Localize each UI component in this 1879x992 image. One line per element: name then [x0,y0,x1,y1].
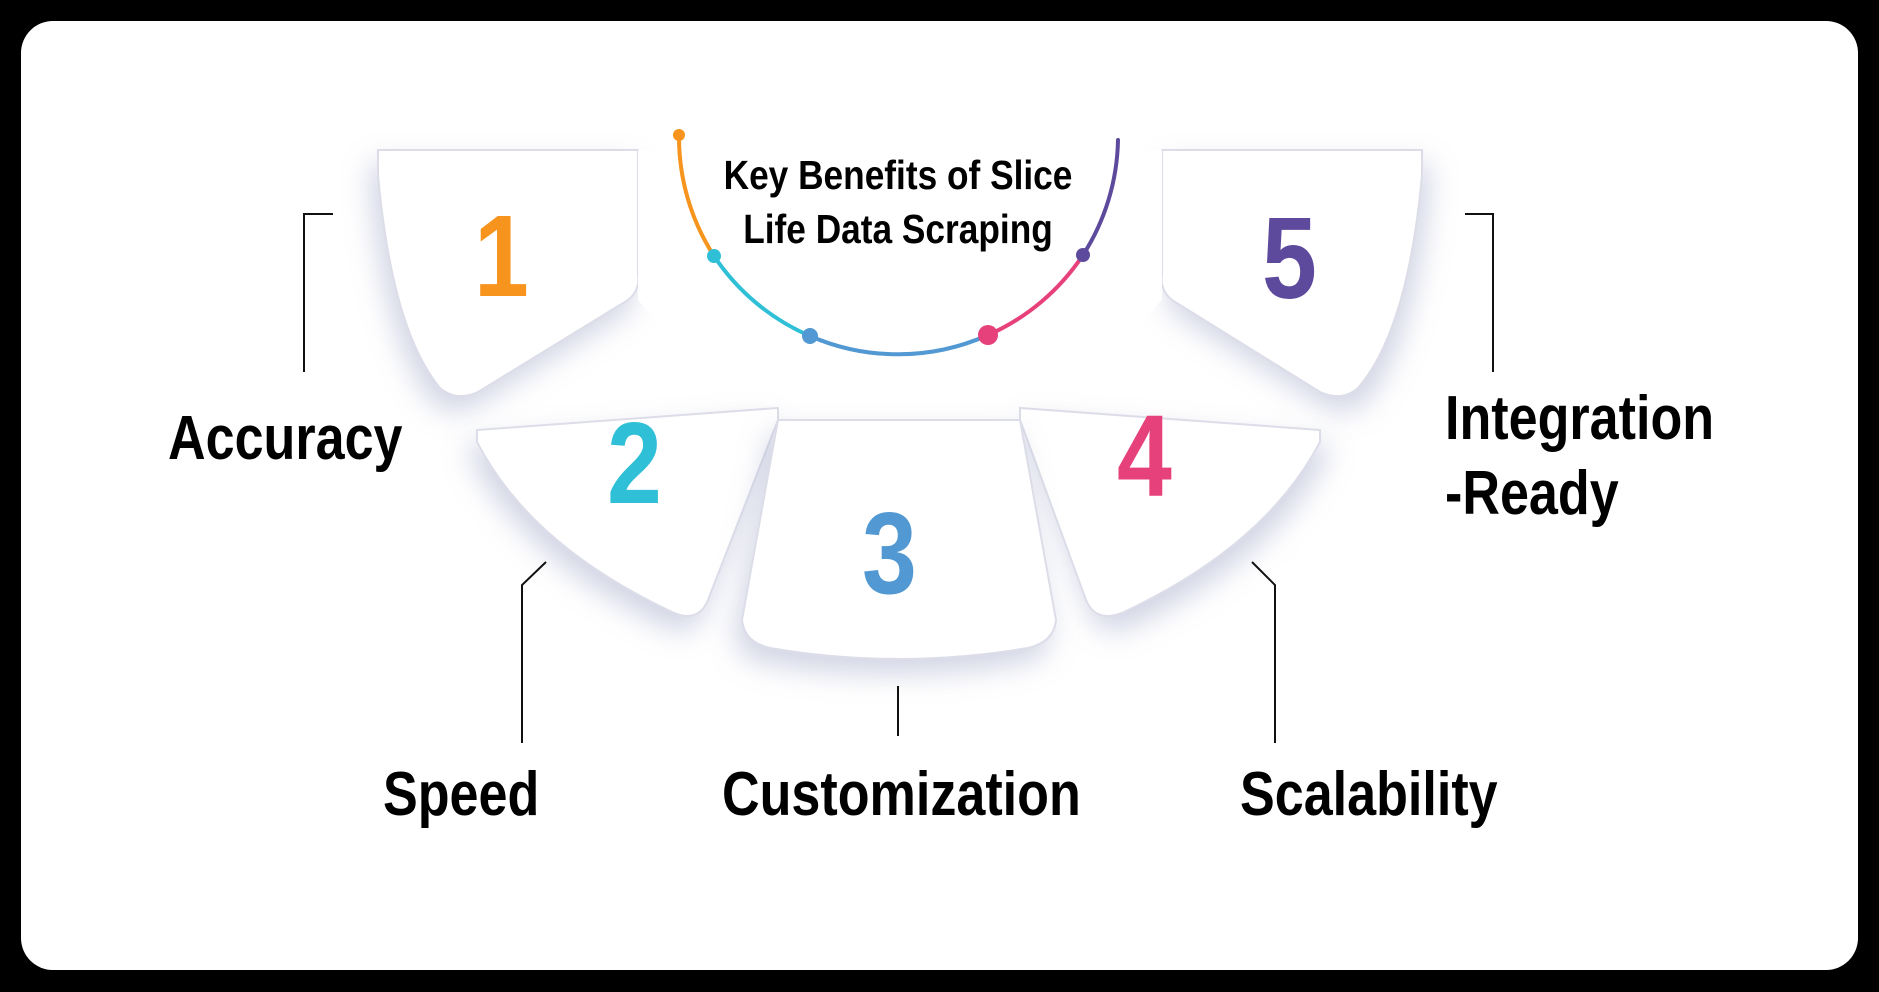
leader-speed [521,561,547,743]
benefit-number-3: 3 [862,488,917,618]
petal-1 [377,149,640,398]
title-arc [676,133,1120,357]
benefit-label-speed: Speed [383,760,540,829]
benefit-number-2: 2 [607,398,662,528]
petal-2 [476,406,779,617]
benefit-label-integration-line1: Integration [1445,384,1715,453]
petal-3 [740,419,1058,660]
arc-dot-pink [978,325,998,345]
petal-4 [1019,406,1321,617]
leader-integration [1465,213,1494,372]
arc-dot-cyan [707,249,721,263]
arc-dot-purple [1076,248,1090,262]
arc-dot-blue [802,328,818,344]
benefit-label-scalability: Scalability [1240,760,1498,829]
petal-5 [1160,149,1423,398]
benefit-label-accuracy: Accuracy [168,404,403,473]
title-line-2: Life Data Scraping [743,206,1053,252]
leader-accuracy [303,213,333,372]
benefit-label-integration-line2: -Ready [1445,459,1619,528]
diagram-title: Key Benefits of Slice Life Data Scraping [695,148,1101,256]
title-line-1: Key Benefits of Slice [723,152,1073,198]
benefit-number-5: 5 [1262,193,1317,323]
benefit-number-4: 4 [1117,391,1172,521]
benefit-number-1: 1 [474,191,529,321]
benefit-label-customization: Customization [722,760,1081,829]
arc-dot-orange [673,129,685,141]
center-hub [638,150,1162,395]
leader-scalability [1251,561,1276,743]
